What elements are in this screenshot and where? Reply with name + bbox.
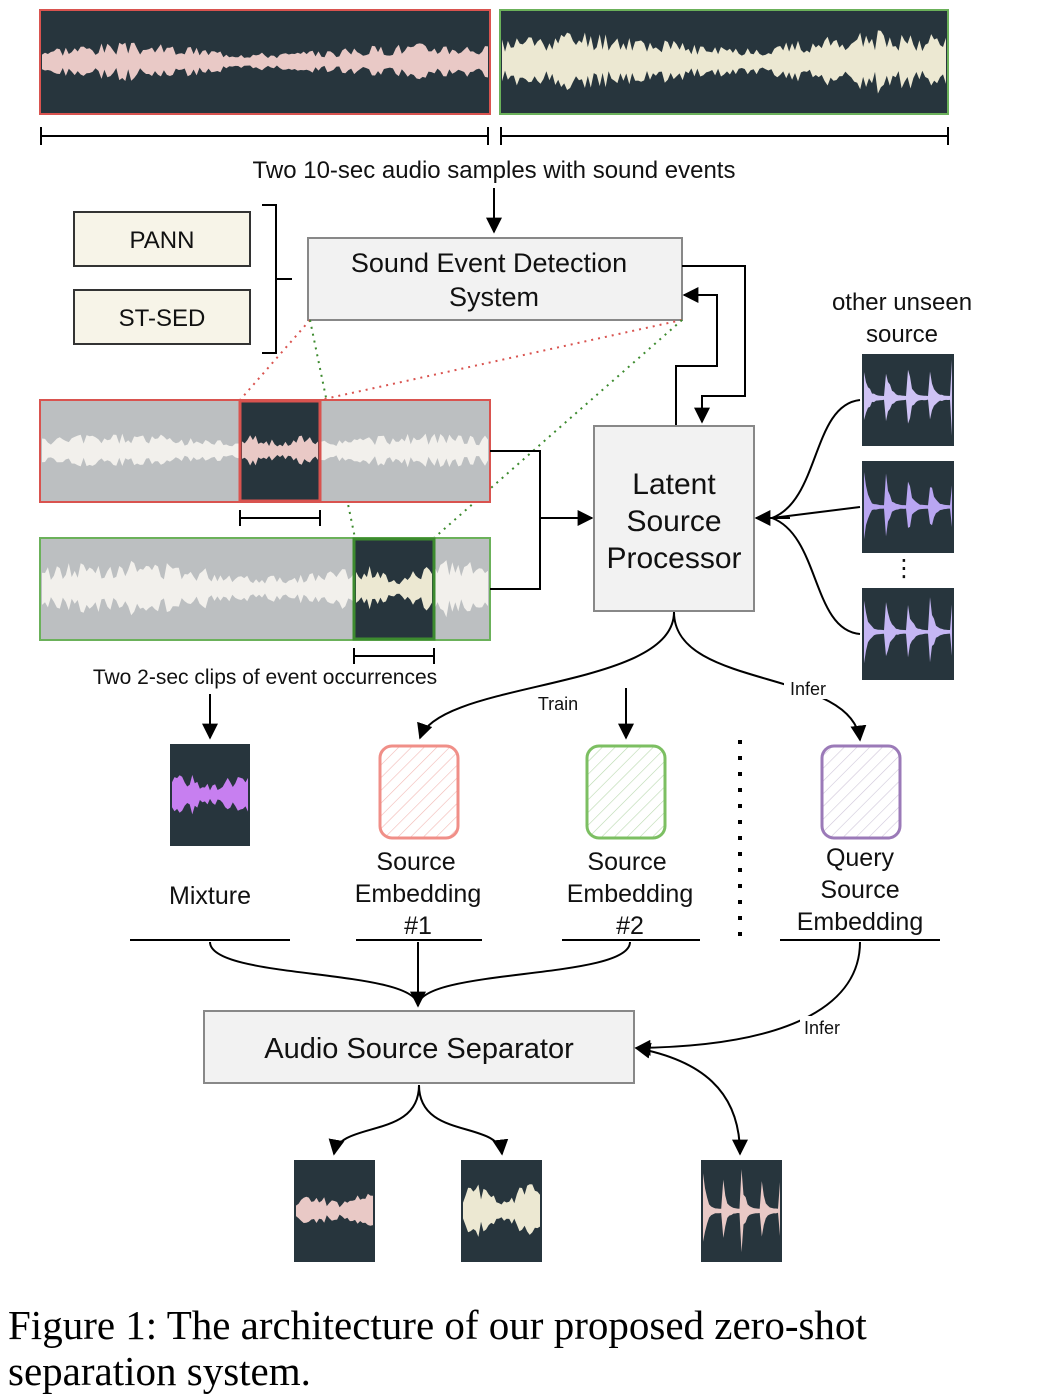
emb1-line2: Embedding [355,880,481,908]
query-line3: Embedding [797,908,923,936]
top-waveform-2 [499,9,949,115]
unseen-source-thumb-2 [862,461,954,553]
stsed-box: ST-SED [73,289,251,345]
source-embedding-1-box [378,744,460,840]
mixture-label: Mixture [169,882,251,910]
latent-source-processor-box: Latent Source Processor [593,425,755,612]
other-unseen-line1: other unseen [832,289,972,316]
model-brace [262,204,292,354]
top-waveform-1 [39,9,491,115]
emb1-line3: #1 [404,912,432,940]
clip-waveform-1 [39,399,491,503]
emb1-line1: Source [376,848,455,876]
sed-to-lsp-loop [682,265,746,424]
emb2-line1: Source [587,848,666,876]
clip-waveform-2 [39,537,491,641]
infer-label-top: Infer [790,679,826,699]
clips-to-lsp-connector [490,450,592,590]
train-label: Train [538,694,578,714]
clips-caption: Two 2-sec clips of event occurrences [93,666,437,689]
separator-label: Audio Source Separator [264,1033,574,1065]
duration-bracket-1 [40,127,489,145]
duration-bracket-2 [500,127,949,145]
source-embedding-2-box [585,744,667,840]
query-embedding-box [820,744,902,840]
sed-label-line2: System [449,282,539,312]
unseen-to-lsp-connectors [754,399,861,635]
lsp-output-arrows [417,611,867,742]
query-line1: Query [826,844,895,872]
output-waveform-3 [701,1160,782,1262]
lsp-line2: Source [626,505,721,538]
lsp-line3: Processor [606,542,741,575]
pann-box: PANN [73,211,251,267]
unseen-source-thumb-3 [862,588,954,680]
sed-label-line1: Sound Event Detection [351,248,627,278]
figure-caption: Figure 1: The architecture of our propos… [8,1302,867,1394]
query-line2: Source [820,876,899,904]
pann-label: PANN [130,227,195,254]
infer-label-bottom: Infer [804,1018,840,1038]
top-caption: Two 10-sec audio samples with sound even… [253,157,736,184]
lsp-line1: Latent [632,468,716,501]
separator-output-arrows [328,1042,748,1156]
output-waveform-2 [461,1160,542,1262]
emb2-line2: Embedding [567,880,693,908]
audio-source-separator-box: Audio Source Separator [203,1010,635,1084]
projection-lines [239,319,683,539]
clip-bracket-1 [239,510,321,526]
other-unseen-line2: source [866,321,938,348]
output-waveform-1 [294,1160,375,1262]
emb2-line3: #2 [616,912,644,940]
mixture-waveform [170,744,250,846]
vertical-ellipsis: ⋮ [892,555,916,582]
clip-bracket-2 [353,648,435,664]
sed-box: Sound Event Detection System [307,237,683,321]
stsed-label: ST-SED [119,305,206,332]
lsp-to-sed-loop [675,287,718,426]
architecture-diagram: Two 10-sec audio samples with sound even… [39,9,972,1262]
unseen-source-thumb-1 [862,354,954,446]
